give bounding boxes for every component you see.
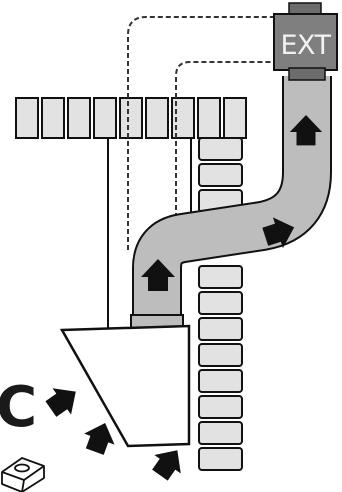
range-hood: [59, 324, 191, 448]
wiring-lines: [127, 16, 283, 250]
mounting-bracket: [1, 457, 45, 492]
duct-pipe: [132, 76, 332, 322]
airflow-arrow-icon: [146, 440, 191, 485]
ceiling-joists: [15, 97, 247, 139]
exhaust-box-neck: [288, 67, 326, 81]
exhaust-box: EXT: [273, 2, 338, 81]
figure-letter: C: [0, 375, 37, 440]
brick-wall: [198, 137, 243, 471]
exhaust-box-label: EXT: [280, 30, 331, 61]
airflow-arrow-icon: [41, 378, 86, 423]
